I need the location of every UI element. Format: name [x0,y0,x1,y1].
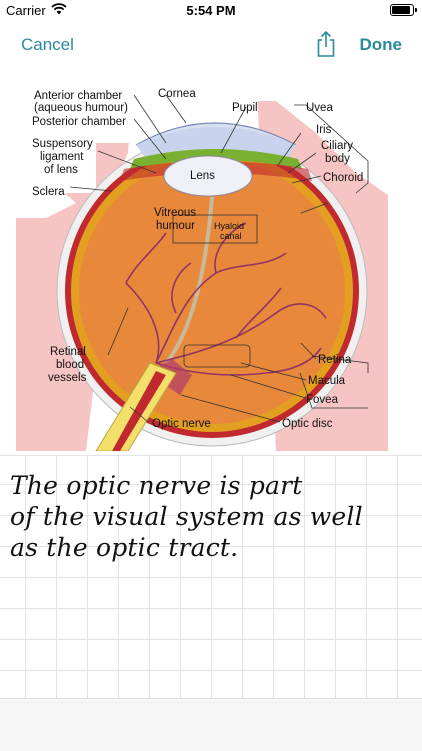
label-retinal: Retinal [50,346,86,358]
note-canvas[interactable]: The optic nerve is part of the visual sy… [0,455,422,699]
label-ligament: ligament [40,151,84,163]
label-retina: Retina [318,354,352,366]
label-suspensory: Suspensory [32,138,93,150]
label-lens: Lens [190,170,215,182]
status-time: 5:54 PM [186,3,236,18]
label-aqueous-humour: (aqueous humour) [34,102,128,114]
label-hyaloid: Hyaloid [214,221,244,231]
label-macula: Macula [308,375,346,387]
label-ciliary: Ciliary [321,140,353,152]
label-optic-nerve: Optic nerve [152,418,211,430]
done-button[interactable]: Done [359,35,403,54]
note-line: of the visual system as well [10,502,363,531]
label-canal: canal [220,231,242,241]
note-line: The optic nerve is part [10,471,303,500]
label-choroid: Choroid [323,172,363,184]
navigation-bar: Cancel Done [0,22,422,66]
share-icon[interactable] [315,30,337,58]
label-vessels: vessels [48,372,87,384]
label-anterior-chamber: Anterior chamber [34,90,122,102]
label-of-lens: of lens [44,164,78,176]
label-posterior-chamber: Posterior chamber [32,116,126,128]
cancel-button[interactable]: Cancel [21,35,74,54]
wifi-icon [51,3,67,15]
label-vitreous: Vitreous [154,207,196,219]
note-line: as the optic tract. [10,533,239,562]
label-cornea: Cornea [158,88,196,100]
label-humour: humour [156,220,195,232]
bottom-toolbar [0,698,422,751]
status-bar: Carrier 5:54 PM [0,0,422,22]
label-iris: Iris [316,124,332,136]
label-fovea: Fovea [306,394,339,406]
handwritten-note: The optic nerve is part of the visual sy… [10,470,410,563]
carrier-label: Carrier [6,3,46,18]
label-optic-disc: Optic disc [282,418,333,430]
eye-diagram: Anterior chamber (aqueous humour) Poster… [16,73,388,451]
label-blood: blood [56,359,84,371]
label-sclera: Sclera [32,186,65,198]
label-pupil: Pupil [232,102,258,114]
label-body: body [325,153,350,165]
battery-icon [390,4,417,16]
label-uvea: Uvea [306,102,333,114]
